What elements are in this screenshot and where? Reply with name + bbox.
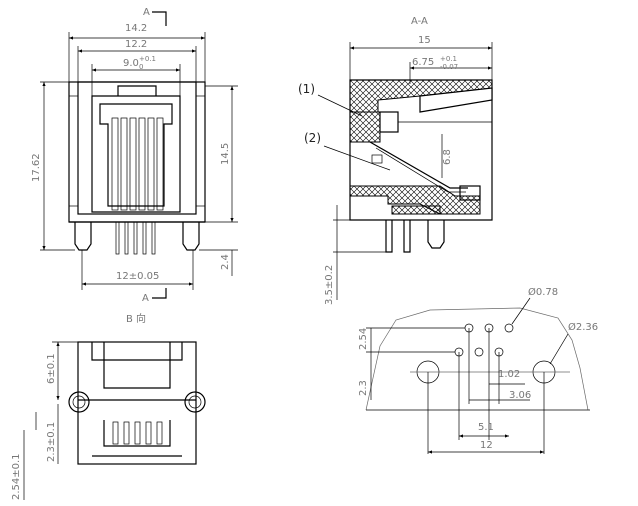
- peg-right: [182, 222, 200, 251]
- dim-9-0-tol-upper: +0.1: [139, 55, 156, 63]
- shield-right: [195, 95, 206, 207]
- view-mark-b: B: [126, 314, 133, 325]
- section-view-a-a: A-A 15 6.75 +0.1 -0.07 6.8: [298, 16, 493, 305]
- dim-9-0: 9.0: [123, 58, 139, 69]
- dim-2-54: 2.54±0.1: [11, 453, 22, 500]
- latch-block: [379, 111, 399, 133]
- dim-12-2: 12.2: [125, 39, 147, 50]
- body-bottom: [77, 341, 197, 465]
- housing-outer: [68, 81, 206, 223]
- peg-left: [74, 222, 92, 251]
- peg: [427, 220, 445, 249]
- dim-hole-large: Ø2.36: [568, 321, 598, 333]
- wall-hatch-left: [349, 111, 381, 143]
- pin-pads: [112, 421, 163, 445]
- callout-1: (1): [298, 82, 315, 96]
- contact-pins: [111, 117, 164, 211]
- dim-1-02: 1.02: [498, 369, 520, 380]
- dim-3-06: 3.06: [509, 390, 531, 401]
- dim-2-3: 2.3±0.1: [46, 422, 57, 462]
- dim-6: 6±0.1: [46, 353, 57, 384]
- dim-2-4: 2.4: [220, 254, 231, 270]
- pin-frame: [103, 420, 171, 447]
- plug-slot: [103, 342, 171, 389]
- front-lip: [91, 342, 183, 361]
- pcb-outline: [365, 307, 589, 411]
- callout-2: (2): [304, 131, 321, 145]
- leg-mid: [403, 220, 411, 253]
- leg-left: [385, 220, 393, 253]
- dim-15: 15: [418, 35, 431, 46]
- dim-14-5: 14.5: [220, 143, 231, 165]
- plug-opening: [91, 95, 181, 213]
- view-mark-b-char: 向: [136, 312, 146, 325]
- dim-9-0-tol-lower: 0: [139, 63, 143, 71]
- top-channel: [419, 87, 493, 113]
- peg-circle-right-inner: [188, 395, 202, 409]
- section-mark-bottom: A: [142, 293, 149, 304]
- leader-2-36: [549, 333, 569, 365]
- section-arrow-top: [152, 11, 167, 26]
- base-hatch: [391, 205, 441, 215]
- peg-circle-right: [184, 391, 206, 413]
- dim-6-8: 6.8: [442, 149, 453, 165]
- spring-block: [371, 154, 383, 164]
- contact-cavity: [99, 103, 173, 207]
- dim-pcb-12: 12: [480, 440, 493, 451]
- dim-12-0-05: 12±0.05: [116, 271, 159, 282]
- dim-6-75: 6.75: [412, 57, 434, 68]
- section-mark-top: A: [143, 7, 150, 18]
- dim-3-5: 3.5±0.2: [324, 265, 335, 305]
- housing-inner: [77, 81, 197, 215]
- section-arrow-bottom: [152, 288, 167, 299]
- dim-5-1: 5.1: [478, 422, 494, 433]
- dim-pcb-2-3: 2.3: [358, 380, 369, 396]
- peg-circle-left: [68, 391, 90, 413]
- leader-0-78: [511, 297, 531, 325]
- dim-6-75-tol-upper: +0.1: [440, 55, 457, 63]
- shield-left: [68, 95, 79, 207]
- small-holes: [454, 323, 514, 357]
- callout-2-leader: [323, 145, 391, 171]
- dim-17-62: 17.62: [31, 153, 42, 182]
- bottom-view: B 向 6±0.1 2.3±0.1 2.54±0.1: [11, 312, 206, 500]
- latch-slot: [117, 85, 157, 96]
- front-view: A 14.2 12.2 9.0 +0.1 0: [31, 7, 238, 304]
- contact-spring: [369, 141, 468, 189]
- pcb-pins: [115, 221, 156, 255]
- dim-pcb-2-54: 2.54: [358, 328, 369, 350]
- callout-1-leader: [317, 94, 363, 117]
- rear-block: [459, 185, 481, 201]
- peg-circle-left-inner: [72, 395, 86, 409]
- dim-hole-small: Ø0.78: [528, 286, 558, 298]
- dim-14-2: 14.2: [125, 23, 147, 34]
- dim-6-75-tol-lower: -0.07: [440, 63, 458, 71]
- pcb-layout: Ø0.78 Ø2.36 2.54 2.3 1.02 3.06 5.1 12: [358, 286, 598, 454]
- section-title: A-A: [411, 16, 428, 27]
